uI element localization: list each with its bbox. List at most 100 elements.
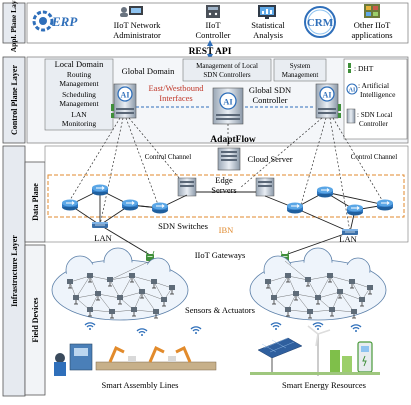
interfaces-line1: East/Westbound [148,83,204,93]
local-item-line: Scheduling [62,90,96,99]
mesh-link [339,291,363,301]
sdn-switches-label: SDN Switches [158,221,208,231]
legend-sdn-line2: Controller [359,120,388,128]
sdn-switch-icon [91,184,109,196]
wifi-icon [84,322,96,331]
lan-switch-icon [91,221,109,229]
sensor-cloud-left [51,247,189,321]
admin-line2: Administrator [113,30,161,40]
cloud-server-icon [217,147,241,171]
lan-label-right: LAN [339,234,356,244]
legend-box [343,58,408,140]
mesh-link [317,275,331,299]
crm-label: CRM [307,17,334,29]
sdn-switch-icon [286,202,304,214]
infrastructure-layer-label: Infrastructure Layer [10,235,19,307]
mesh-link [89,309,113,313]
statistics-line1: Statistical [251,20,285,30]
sensor-cloud-right [249,247,387,321]
edge-server-icon [255,177,275,197]
mesh-link [141,291,157,313]
sdn-switch-icon [376,199,394,211]
ai-badge: AI [219,92,237,110]
mesh-link [295,293,319,299]
edge-server-icon [177,177,197,197]
wifi-icon [350,324,362,333]
mesh-link [307,275,331,281]
local-item-line: Management [59,99,99,108]
global-item-line: Management [282,71,319,79]
local-item-line: Routing [67,70,91,79]
cloud-server-label: Cloud Server [247,154,292,164]
mesh-link [69,275,91,283]
mesh-link [109,275,133,281]
mesh-link [267,275,289,283]
statistics-line2: Analysis [253,30,283,40]
controller-line2: Controller [196,30,231,40]
smart-energy-label: Smart Energy Resources [282,380,366,390]
legend-ai-line1: : Artificial [358,81,389,90]
mesh-link [89,275,111,281]
wifi-icon [270,322,282,331]
data-plane-label: Data Plane [31,183,40,221]
smart-assembly-label: Smart Assembly Lines [102,380,179,390]
mesh-link [287,309,311,313]
dht-icon [338,104,341,118]
ai-badge: AI [117,86,133,102]
legend-ai-line2: Intelligence [360,90,396,99]
control-channel-links [69,117,386,233]
field-devices-label: Field Devices [31,297,40,342]
wifi-icon [136,328,148,337]
mesh-link [131,275,155,283]
sensors-label: Sensors & Actuators [185,305,255,315]
mesh-link [111,309,135,313]
ibn-region [47,174,405,218]
mesh-link [309,309,333,313]
local-item-line: Monitoring [62,119,96,128]
lan-label-left: LAN [94,233,111,243]
assembly-line-illustration [54,343,217,376]
sensor-actuator-icon [350,308,358,319]
global-sdn-line1: Global SDN [249,85,291,95]
mesh-link [331,309,355,313]
interfaces-line2: Interfaces [159,93,193,103]
legend-sdn-line1: : SDN Local [357,111,392,119]
mesh-link [119,275,133,299]
mesh-link [284,260,309,281]
adaptflow-label: AdaptFlow [210,135,256,145]
control-channel-right: Control Channel [351,153,398,161]
ai-badge-text: AI [323,91,332,100]
sdn-switch-icon [61,199,79,211]
energy-resources-illustration [250,325,380,376]
rest-api-label: REST API [189,47,232,57]
edge-servers-line2: Servers [211,185,237,195]
controller-device-icon [206,5,220,18]
mesh-link [317,291,341,299]
legend-dht: : DHT [354,64,374,73]
iiot-gateways-label: IIoT Gateways [195,250,246,260]
admin-line1: IIoT Network [114,20,162,30]
mesh-link [97,293,121,299]
applications-icon [364,4,380,18]
sdn-switch-icon [121,199,139,211]
global-item-box [273,58,327,82]
control-layer-label: Control Plane Layer [10,65,19,136]
dht-icon [348,63,351,73]
edge-servers-line1: Edge [215,175,233,185]
mesh-link [75,275,91,299]
application-layer-label: Appl. Plane Layer [9,0,18,52]
sdn-controller-legend-icon [346,108,356,124]
mesh-link [273,293,297,299]
global-domain-title: Global Domain [122,66,175,76]
mesh-link [75,293,99,299]
sensor-mesh [66,260,374,319]
ai-legend-icon: AI [346,83,358,95]
global-item-line: System [290,62,311,70]
dht-icon [111,104,114,118]
local-domain-title: Local Domain [55,59,105,69]
administrator-icon [120,6,143,17]
global-item-line: Management of Local [196,62,258,70]
legend-ai-symbol: AI [349,88,356,94]
local-item-line: Management [59,79,99,88]
wifi-icon [190,326,202,335]
